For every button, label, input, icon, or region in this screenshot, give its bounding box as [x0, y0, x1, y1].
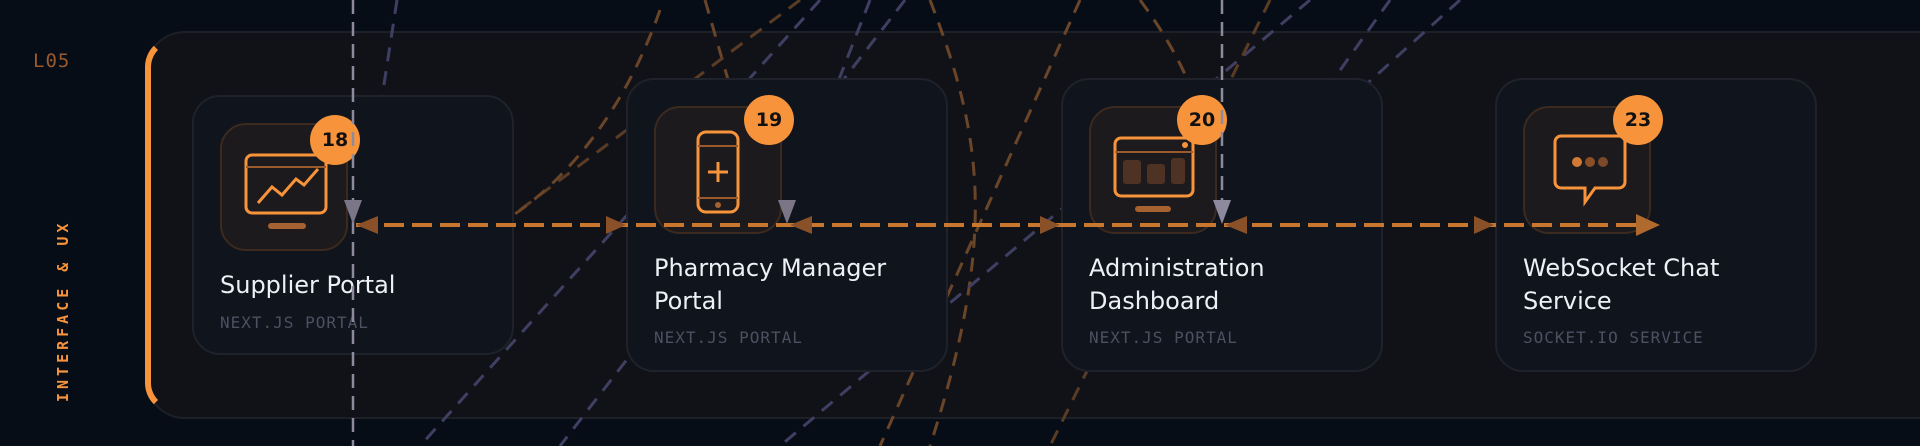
- node-card-supplier-portal[interactable]: 18 Supplier Portal NEXT.JS PORTAL: [192, 95, 514, 355]
- node-title: Supplier Portal: [220, 271, 396, 299]
- mobile-plus-icon: [696, 130, 740, 214]
- node-number-badge: 18: [310, 115, 360, 165]
- node-card-pharmacy-manager-portal[interactable]: 19 Pharmacy Manager Portal NEXT.JS PORTA…: [626, 78, 948, 372]
- lane-title: INTERFACE & UX: [54, 219, 72, 402]
- node-number-badge: 23: [1613, 95, 1663, 145]
- node-subtitle: NEXT.JS PORTAL: [1089, 328, 1238, 347]
- chart-monitor-icon: [244, 153, 328, 229]
- node-card-administration-dashboard[interactable]: 20 Administration Dashboard NEXT.JS PORT…: [1061, 78, 1383, 372]
- node-subtitle: NEXT.JS PORTAL: [220, 313, 369, 332]
- lane-id-label: L05: [33, 50, 71, 72]
- node-title: WebSocket Chat Service: [1523, 254, 1720, 315]
- node-number-badge: 20: [1177, 95, 1227, 145]
- dashboard-window-icon: [1113, 136, 1195, 212]
- node-title: Administration Dashboard: [1089, 254, 1265, 315]
- node-card-websocket-chat-service[interactable]: 23 WebSocket Chat Service SOCKET.IO SERV…: [1495, 78, 1817, 372]
- node-subtitle: SOCKET.IO SERVICE: [1523, 328, 1704, 347]
- node-number-badge: 19: [744, 95, 794, 145]
- node-subtitle: NEXT.JS PORTAL: [654, 328, 803, 347]
- lane-accent-bar: [145, 37, 175, 413]
- node-title: Pharmacy Manager Portal: [654, 254, 887, 315]
